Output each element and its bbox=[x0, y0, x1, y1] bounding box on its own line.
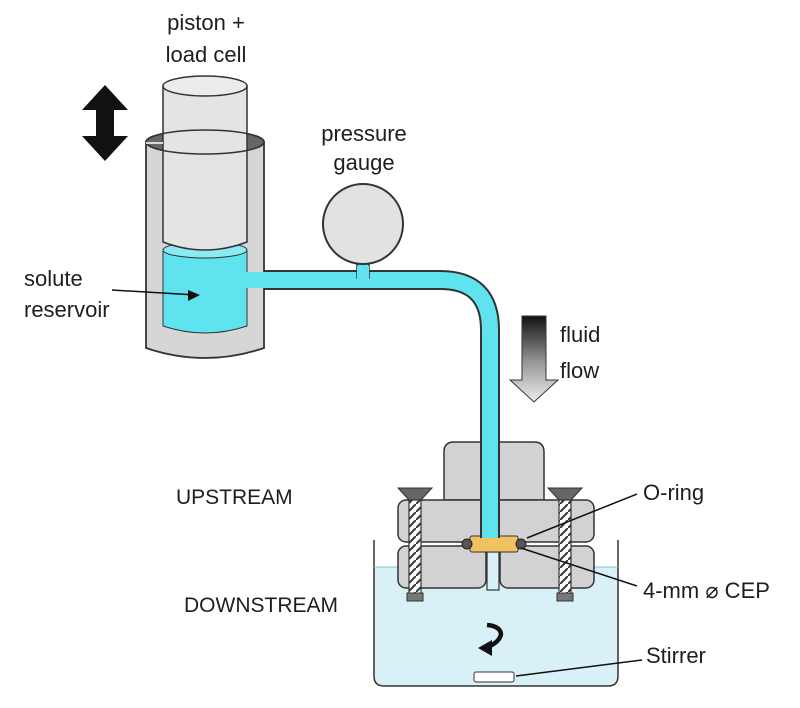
piston-motion-arrow bbox=[82, 85, 128, 161]
upstream-label: UPSTREAM bbox=[176, 486, 293, 509]
reservoir-label-line2: reservoir bbox=[24, 297, 110, 322]
piston-label-line2: load cell bbox=[166, 42, 247, 67]
reservoir-leader-arrowhead bbox=[188, 290, 200, 301]
flow-label-line1: fluid bbox=[560, 322, 600, 347]
fluid-tubing bbox=[250, 270, 500, 538]
flow-label-line2: flow bbox=[560, 358, 599, 383]
piston-label-line1: piston + bbox=[167, 10, 245, 35]
reservoir-label-line1: solute bbox=[24, 266, 83, 291]
stirrer bbox=[473, 671, 515, 683]
o-ring-label: O-ring bbox=[643, 480, 704, 505]
cep-sample bbox=[469, 535, 519, 553]
cep-label: 4-mm ⌀ CEP bbox=[643, 578, 770, 603]
gauge-label-line1: pressure bbox=[321, 121, 407, 146]
solute-reservoir-fluid bbox=[162, 241, 248, 334]
leader-lines bbox=[111, 289, 643, 677]
tube-entry bbox=[246, 272, 266, 288]
o-ring-left bbox=[461, 538, 473, 550]
gauge-label-line2: gauge bbox=[333, 150, 394, 175]
rotation-arrow-icon bbox=[478, 622, 504, 656]
downstream-label: DOWNSTREAM bbox=[184, 594, 338, 617]
left-screw bbox=[396, 487, 434, 602]
o-ring-right bbox=[515, 538, 527, 550]
pressure-gauge bbox=[322, 183, 404, 282]
piston-load-cell bbox=[145, 75, 265, 251]
outlet-channel bbox=[486, 551, 500, 591]
stirrer-label: Stirrer bbox=[646, 643, 706, 668]
fluid-flow-arrow bbox=[508, 315, 560, 403]
